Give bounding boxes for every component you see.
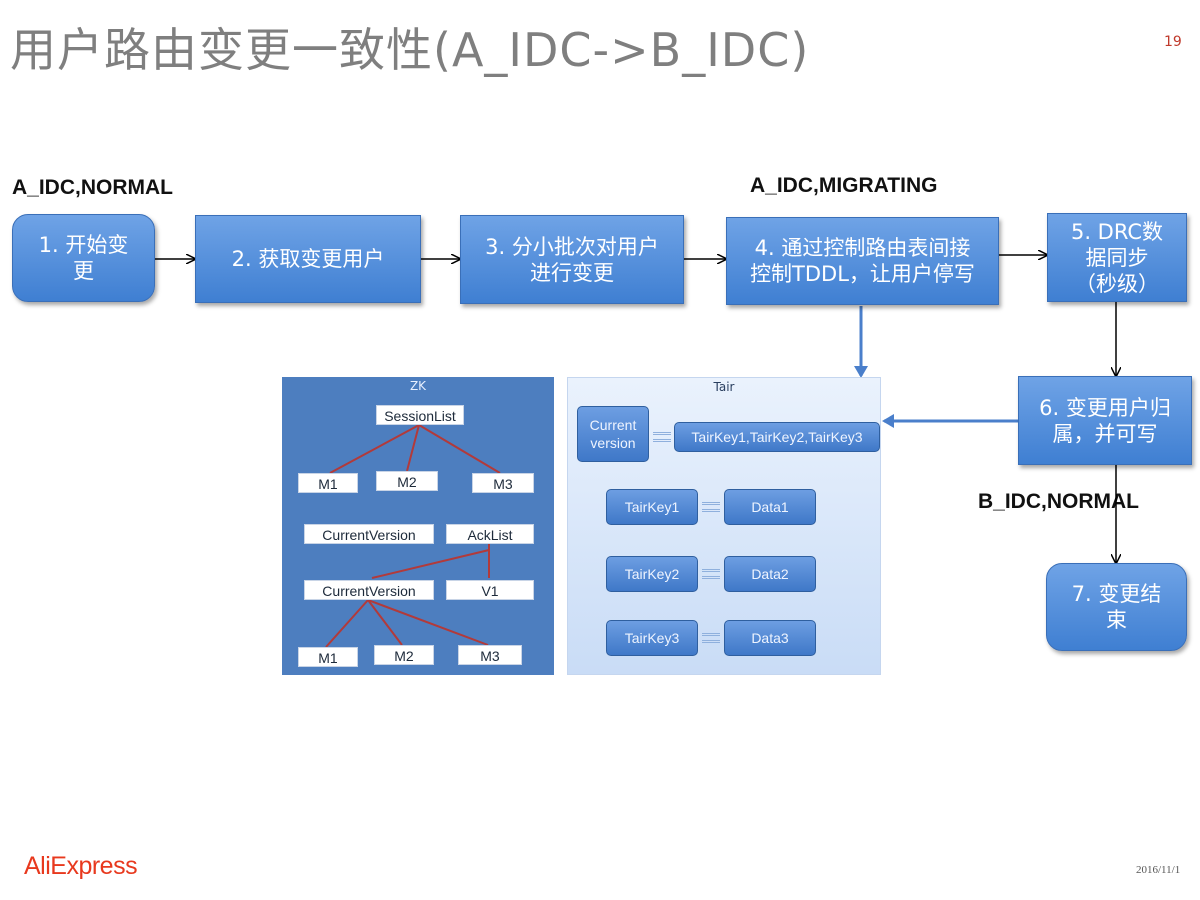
- state-a-migrating: A_IDC,MIGRATING: [750, 174, 938, 197]
- tair-eq-icon: [702, 502, 720, 512]
- state-a-normal: A_IDC,NORMAL: [12, 176, 173, 199]
- zk-m3: M3: [472, 473, 534, 493]
- tair-panel-title: Tair: [713, 380, 735, 394]
- tair-keys-list: TairKey1,TairKey2,TairKey3: [674, 422, 880, 452]
- tair-key3: TairKey3: [606, 620, 698, 656]
- aliexpress-logo: AliExpress: [24, 852, 138, 880]
- step-1-start-change: 1. 开始变 更: [12, 214, 155, 302]
- slide-date: 2016/11/1: [1136, 864, 1181, 876]
- tair-panel: Tair Current version TairKey1,TairKey2,T…: [567, 377, 881, 675]
- zk-session-list: SessionList: [376, 405, 464, 425]
- tair-data3: Data3: [724, 620, 816, 656]
- step-5-drc-sync: 5. DRC数 据同步 （秒级）: [1047, 213, 1187, 302]
- tair-eq-icon: [702, 633, 720, 643]
- step-7-end: 7. 变更结 束: [1046, 563, 1187, 651]
- zk-ack-list: AckList: [446, 524, 534, 544]
- tair-data2: Data2: [724, 556, 816, 592]
- state-b-normal: B_IDC,NORMAL: [978, 490, 1139, 513]
- zk-v1: V1: [446, 580, 534, 600]
- zk-m2: M2: [376, 471, 438, 491]
- step-2-get-users: 2. 获取变更用户: [195, 215, 421, 303]
- tair-key1: TairKey1: [606, 489, 698, 525]
- page-number: 19: [1164, 34, 1182, 50]
- zk-panel: ZK SessionList M1 M2 M3 CurrentVersion A…: [282, 377, 554, 675]
- zk-current-version: CurrentVersion: [304, 524, 434, 544]
- tair-eq-icon: [702, 569, 720, 579]
- zk-current-version-2: CurrentVersion: [304, 580, 434, 600]
- tair-data1: Data1: [724, 489, 816, 525]
- zk-m1: M1: [298, 473, 358, 493]
- zk-m3-b: M3: [458, 645, 522, 665]
- zk-tree-lines: [325, 424, 501, 648]
- step-3-batch-change: 3. 分小批次对用户 进行变更: [460, 215, 684, 304]
- zk-panel-title: ZK: [409, 379, 427, 393]
- step-6-change-owner: 6. 变更用户归 属，并可写: [1018, 376, 1192, 465]
- tair-current-version: Current version: [577, 406, 649, 462]
- tair-eq-icon: [653, 432, 671, 442]
- zk-m2-b: M2: [374, 645, 434, 665]
- tair-key2: TairKey2: [606, 556, 698, 592]
- zk-m1-b: M1: [298, 647, 358, 667]
- step-4-route-control: 4. 通过控制路由表间接 控制TDDL，让用户停写: [726, 217, 999, 305]
- slide-title: 用户路由变更一致性(A_IDC->B_IDC): [10, 23, 810, 77]
